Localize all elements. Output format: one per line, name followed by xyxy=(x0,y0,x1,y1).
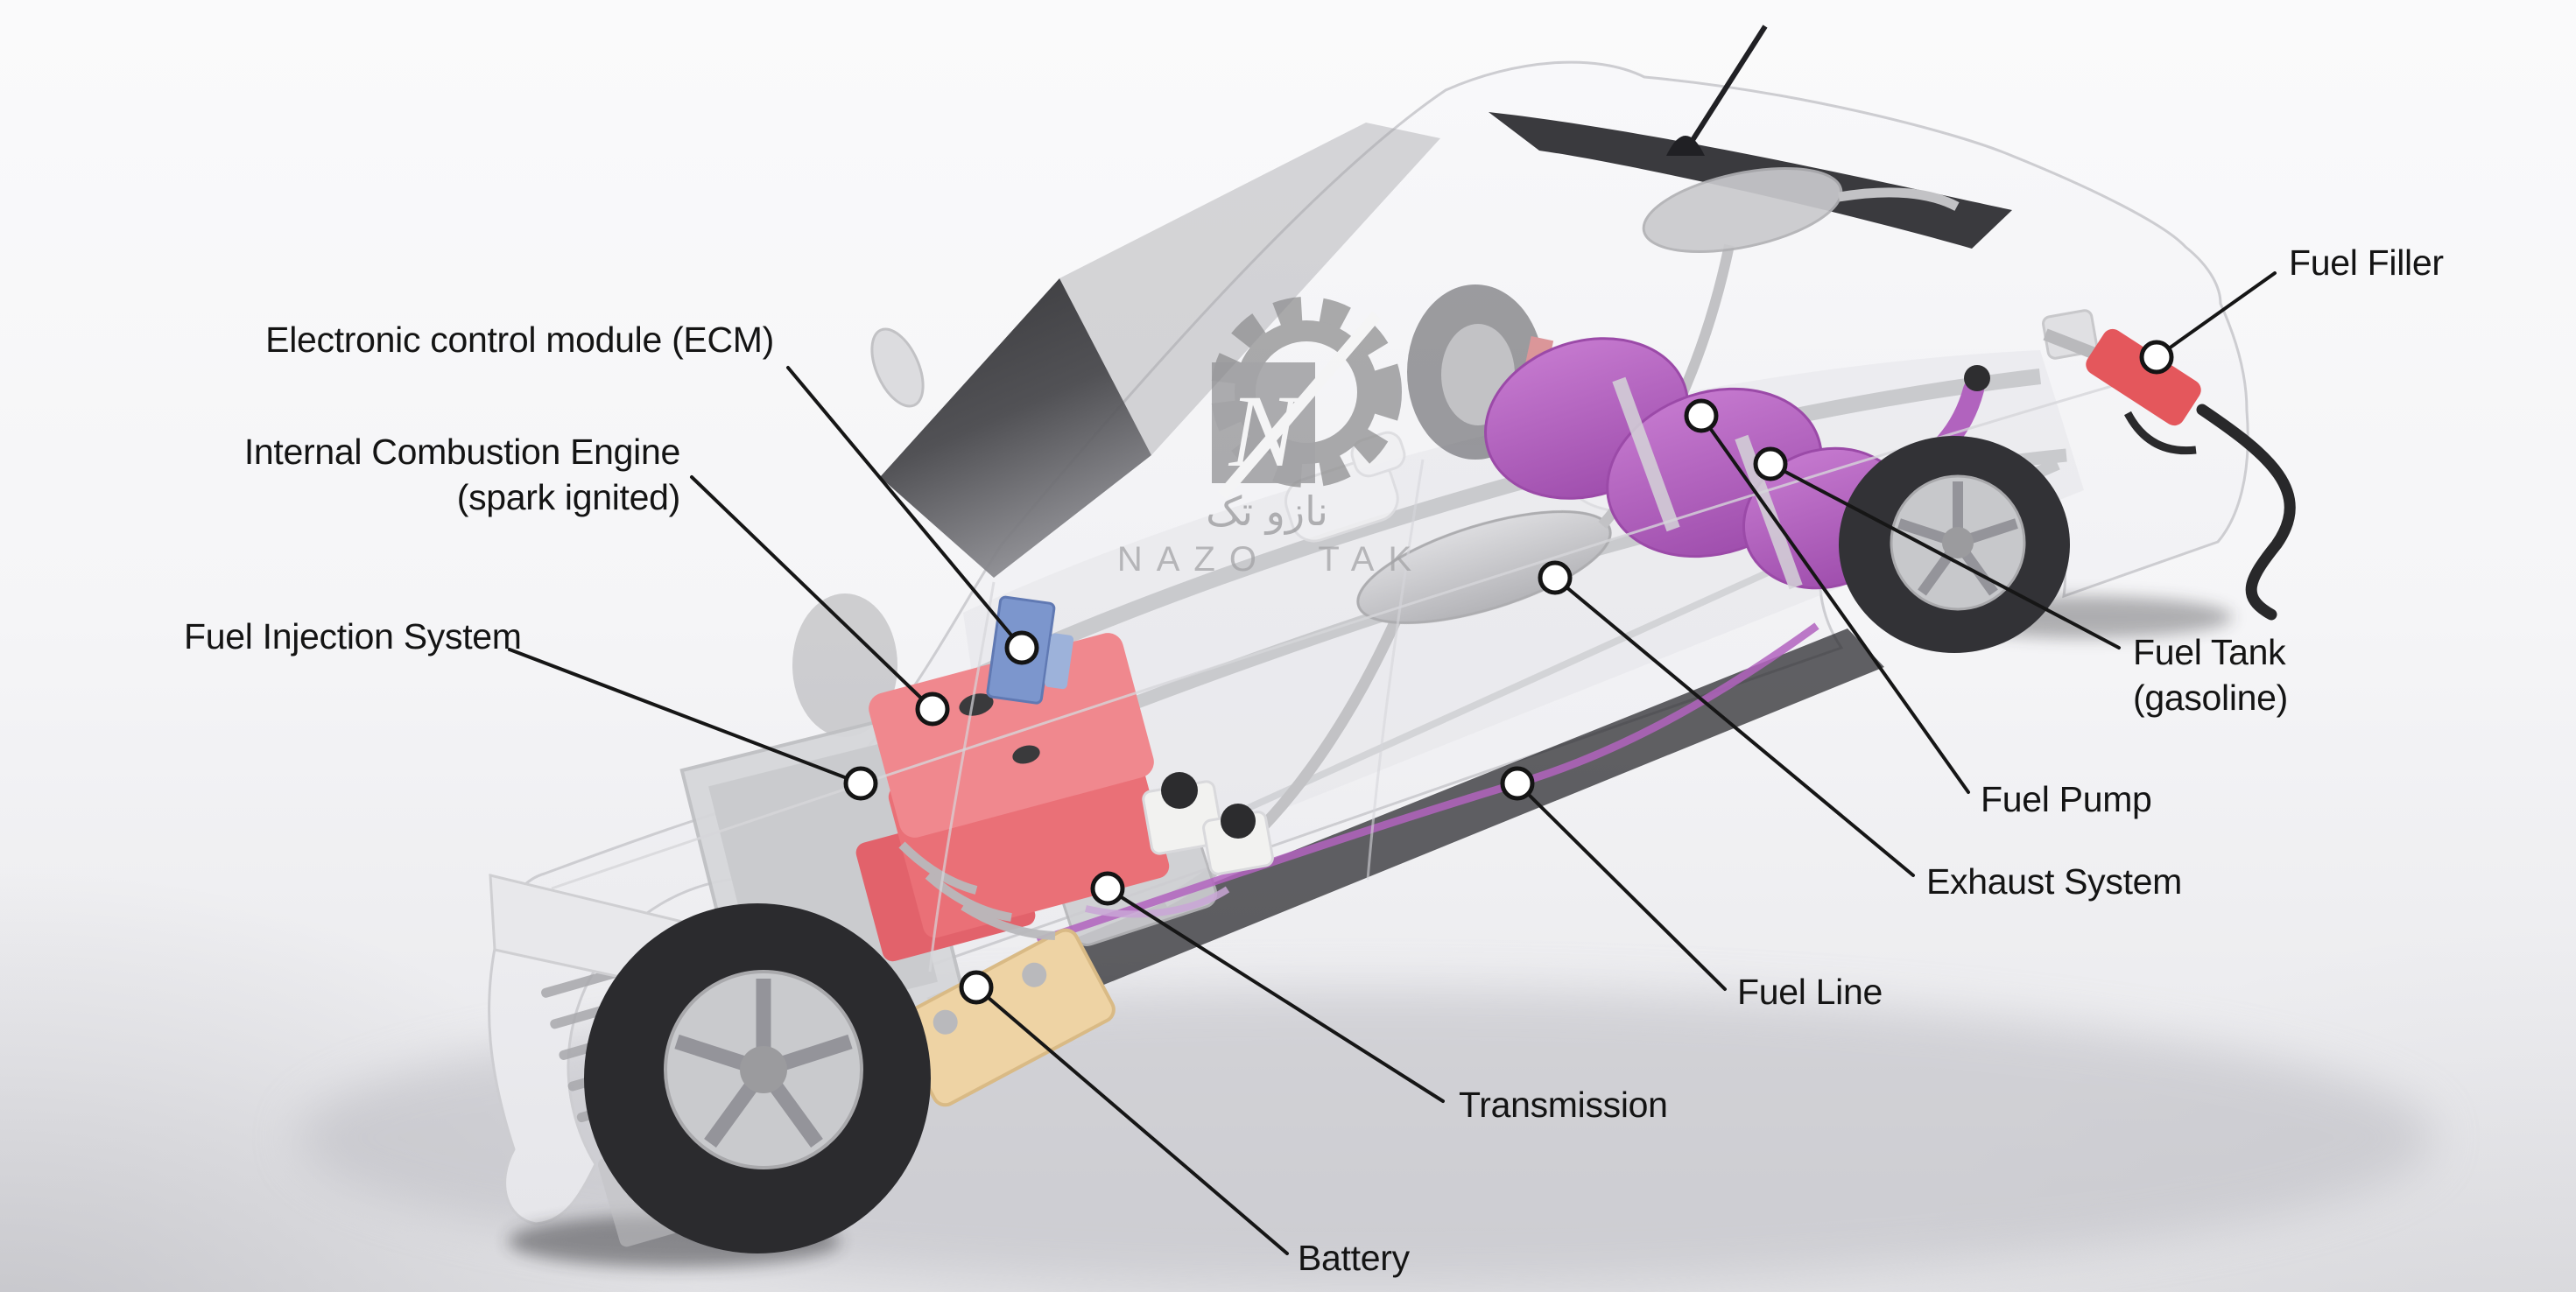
label-fuel-filler: Fuel Filler xyxy=(2289,242,2444,283)
fuel-tank-part xyxy=(1484,337,1990,590)
label-transmission: Transmission xyxy=(1459,1085,1668,1125)
svg-text:N: N xyxy=(1228,374,1304,488)
watermark-latin-text: NAZO TAK xyxy=(1117,540,1425,579)
muffler xyxy=(1356,510,1612,624)
label-fuel-line: Fuel Line xyxy=(1737,972,1883,1012)
leader-fuel-tank xyxy=(1769,462,2121,650)
label-battery: Battery xyxy=(1298,1238,1410,1278)
dot-ice xyxy=(915,692,950,727)
rear-wheel xyxy=(1839,436,2070,653)
side-mirror-icon xyxy=(870,327,925,408)
body-lines xyxy=(551,375,2146,973)
fuel-line-part xyxy=(1036,622,1819,945)
antenna xyxy=(1666,25,1768,156)
leader-lines xyxy=(508,271,2277,1255)
leader-battery xyxy=(975,986,1289,1255)
watermark-monogram: N xyxy=(1212,311,1381,500)
dot-fuel-injection xyxy=(843,766,878,801)
watermark-gear-icon xyxy=(1211,297,1402,488)
dot-fuel-pump xyxy=(1684,398,1719,433)
leader-exhaust xyxy=(1553,576,1915,877)
rear-muffler xyxy=(1642,166,1843,254)
label-ice-line1: Internal Combustion Engine xyxy=(243,432,680,472)
windshield-upper-reflection xyxy=(1059,123,1440,455)
dot-battery xyxy=(959,970,994,1005)
leader-transmission xyxy=(1106,887,1445,1103)
dot-fuel-filler xyxy=(2139,340,2174,375)
watermark-logo: N نازو تک NAZO TAK xyxy=(1117,297,1425,579)
label-internal-combustion-engine: Internal Combustion Engine (spark ignite… xyxy=(244,429,680,520)
tank-strap xyxy=(1612,376,1680,532)
dot-ecm xyxy=(1004,630,1039,665)
leader-ice xyxy=(690,475,934,711)
label-fuel-pump: Fuel Pump xyxy=(1981,779,2152,819)
label-fuel-tank-line1: Fuel Tank xyxy=(2133,632,2286,672)
label-fuel-tank-line2: (gasoline) xyxy=(2133,678,2289,718)
leader-fuel-injection xyxy=(508,648,862,785)
label-fuel-tank: Fuel Tank (gasoline) xyxy=(2133,629,2288,720)
fuel-nozzle xyxy=(2042,309,2296,621)
dot-fuel-tank xyxy=(1753,446,1788,481)
label-ecm: Electronic control module (ECM) xyxy=(265,319,774,360)
label-exhaust-system: Exhaust System xyxy=(1926,861,2183,902)
leader-fuel-filler xyxy=(2155,271,2277,359)
intake-tubes xyxy=(898,841,1056,940)
leader-fuel-pump xyxy=(1700,414,1970,794)
label-fuel-injection-system: Fuel Injection System xyxy=(184,616,522,657)
label-ice-line2: (spark ignited) xyxy=(456,477,681,517)
watermark-arabic-text: نازو تک xyxy=(1206,488,1328,536)
leader-fuel-line xyxy=(1516,782,1727,991)
front-wheel xyxy=(584,903,931,1253)
dot-transmission xyxy=(1090,871,1125,906)
callout-dots xyxy=(843,340,2174,1005)
leader-ecm xyxy=(786,366,1024,650)
dot-fuel-line xyxy=(1500,766,1535,801)
nozzle-hose xyxy=(2196,404,2296,621)
windshield xyxy=(880,278,1151,578)
dot-exhaust xyxy=(1538,560,1573,595)
